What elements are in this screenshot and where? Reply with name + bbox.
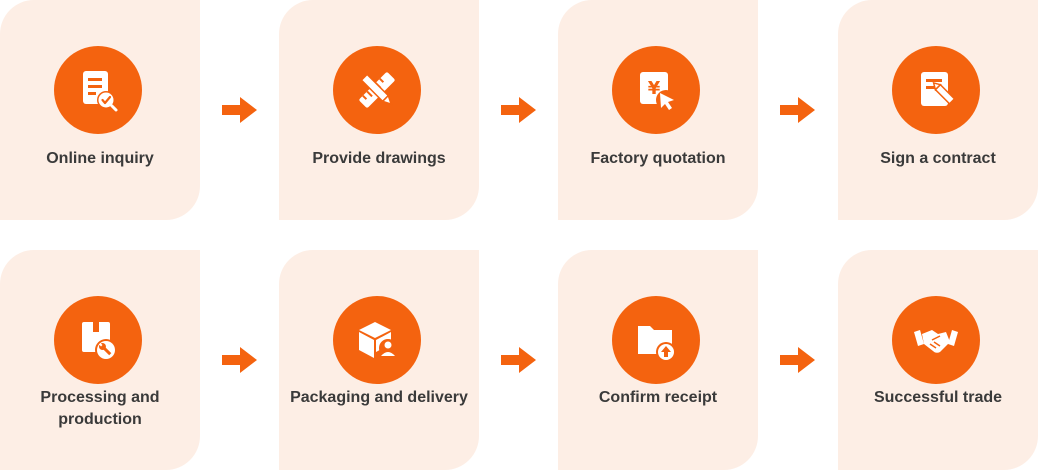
svg-text:¥: ¥ [648,78,661,99]
handshake-icon [892,296,980,384]
step-card-processing-and-production: Processing and production [0,250,200,470]
step-label: Sign a contract [880,150,996,167]
step-label: Packaging and delivery [290,389,468,406]
step-card-factory-quotation: ¥ Factory quotation [558,0,758,220]
document-check-icon [54,46,142,134]
contract-sign-icon [892,46,980,134]
arrow-right-icon [222,345,258,375]
step-card-packaging-and-delivery: Packaging and delivery [279,250,479,470]
package-person-icon [333,296,421,384]
step-label: Factory quotation [590,150,726,167]
yen-quotation-cursor-icon: ¥ [612,46,700,134]
arrow-right-icon [222,95,258,125]
arrow-right-icon [501,345,537,375]
arrow-right-icon [780,95,816,125]
folder-upload-icon [612,296,700,384]
step-card-online-inquiry: Online inquiry [0,0,200,220]
step-card-provide-drawings: Provide drawings [279,0,479,220]
arrow-right-icon [780,345,816,375]
step-card-confirm-receipt: Confirm receipt [558,250,758,470]
step-card-sign-a-contract: Sign a contract [838,0,1038,220]
step-card-successful-trade: Successful trade [838,250,1038,470]
ruler-pencil-icon [333,46,421,134]
step-label: Provide drawings [312,150,446,167]
step-label: Confirm receipt [598,389,718,406]
step-label: Successful trade [873,389,1003,406]
step-label: Online inquiry [46,150,154,167]
arrow-right-icon [501,95,537,125]
box-wrench-icon [54,296,142,384]
step-label: Processing and production [40,389,160,428]
